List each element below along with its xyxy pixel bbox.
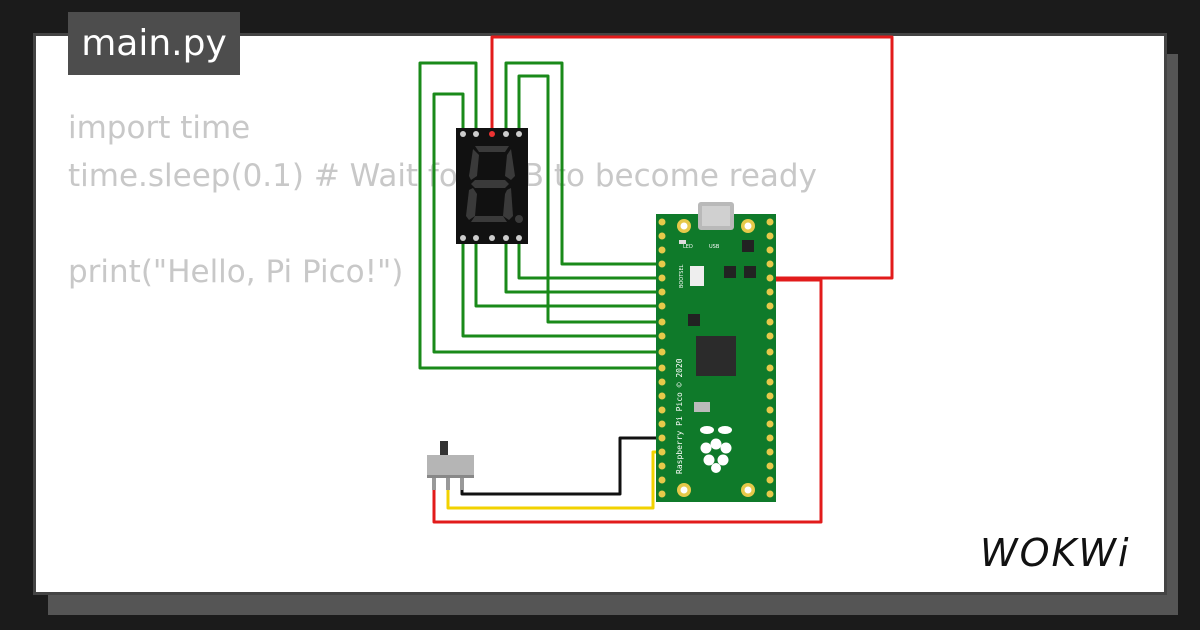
wire-segment-e[interactable] (504, 238, 662, 294)
flash-chip (694, 402, 710, 412)
chip-small (724, 266, 736, 278)
code-line: print("Hello, Pi Pico!") (68, 254, 404, 290)
wire-segment-d[interactable] (474, 238, 662, 308)
raspberry-logo-icon (700, 426, 732, 473)
file-tab-label: main.py (81, 23, 227, 64)
usb-connector-inner (702, 206, 730, 226)
bootsel-label: BOOTSEL (679, 264, 685, 288)
pico-right-pins (766, 218, 774, 498)
wire-segment-dp[interactable] (517, 74, 662, 324)
seven-segment-display[interactable] (456, 128, 528, 244)
wire-display-common[interactable] (490, 35, 894, 280)
wire-segment-c[interactable] (461, 238, 662, 338)
power-wires (432, 35, 894, 524)
chip-regulator (688, 314, 700, 326)
preview-card (33, 33, 1167, 595)
wire-segment-g[interactable] (504, 61, 662, 266)
chip-small-2 (744, 266, 756, 278)
slide-switch[interactable] (427, 441, 474, 490)
wire-segment-f[interactable] (517, 238, 662, 280)
switch-lever[interactable] (440, 441, 448, 455)
wire-segment-a[interactable] (418, 61, 662, 370)
wire-segment-b[interactable] (432, 92, 662, 354)
wokwi-logo-text: WOKWi (980, 531, 1131, 575)
onboard-led (679, 240, 686, 244)
wire-switch-signal[interactable] (446, 450, 662, 510)
signal-wires (418, 61, 662, 370)
rp2040-chip (696, 336, 736, 376)
file-tab[interactable]: main.py (68, 12, 240, 75)
board-silkscreen: Raspberry Pi Pico © 2020 (675, 358, 684, 474)
chip-small-3 (742, 240, 754, 252)
wokwi-logo: WOKWi (980, 531, 1131, 575)
bootsel-button[interactable] (690, 266, 704, 286)
led-label: LED (683, 244, 693, 250)
wire-switch-power[interactable] (432, 278, 823, 524)
wire-switch-ground[interactable] (460, 436, 662, 496)
code-line: import time (68, 110, 251, 146)
usb-label: USB (709, 244, 720, 250)
pico-board[interactable] (656, 202, 776, 502)
pico-left-pins (658, 218, 666, 498)
mounting-holes (677, 219, 755, 497)
